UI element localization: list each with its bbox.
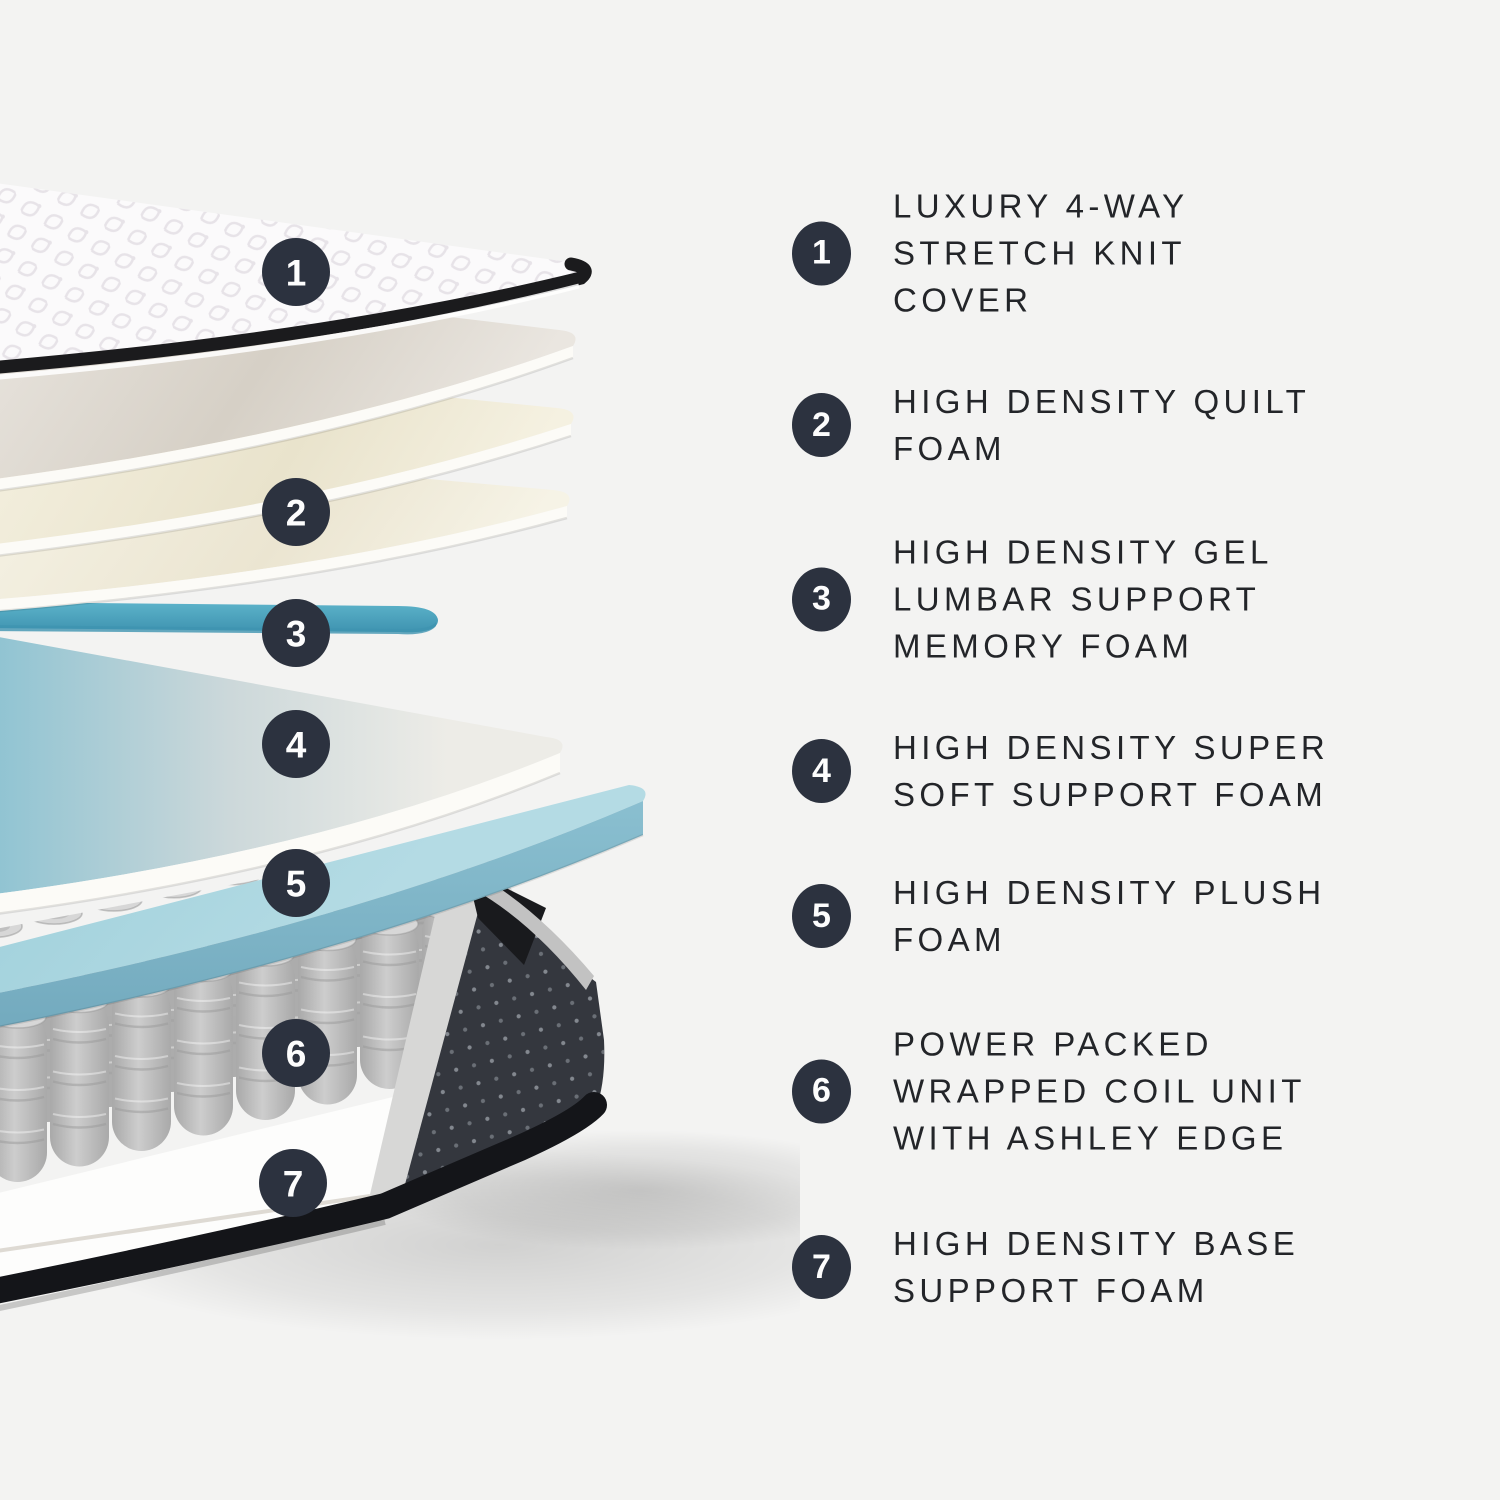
mattress-exploded-diagram: 1 2 3 4 5 6 7: [0, 183, 800, 1340]
diagram-marker-6: 6: [262, 1019, 330, 1087]
legend-marker-6: 6: [792, 1059, 851, 1123]
legend-marker-5: 5: [792, 884, 851, 948]
svg-text:7: 7: [283, 1163, 304, 1204]
legend-marker-1: 1: [792, 221, 851, 285]
diagram-marker-4: 4: [262, 710, 330, 778]
diagram-marker-1: 1: [262, 238, 330, 306]
diagram-markers: 1 2 3 4 5 6 7: [259, 238, 330, 1217]
svg-text:6: 6: [286, 1033, 307, 1074]
diagram-marker-7: 7: [259, 1149, 327, 1217]
cut-face-tape: [368, 867, 489, 1205]
svg-text:1: 1: [286, 252, 307, 293]
legend-marker-2: 2: [792, 393, 851, 457]
svg-text:3: 3: [286, 613, 307, 654]
svg-text:2: 2: [286, 492, 307, 533]
cover-piping: [0, 257, 592, 374]
svg-text:4: 4: [286, 724, 307, 765]
svg-text:5: 5: [286, 863, 307, 904]
diagram-marker-3: 3: [262, 599, 330, 667]
diagram-marker-2: 2: [262, 478, 330, 546]
legend-marker-3: 3: [792, 567, 851, 631]
legend-marker-7: 7: [792, 1235, 851, 1299]
fabric-top-trim: [456, 866, 594, 990]
base-bottom-rim: [0, 1092, 607, 1311]
diagram-marker-5: 5: [262, 849, 330, 917]
legend-marker-4: 4: [792, 739, 851, 803]
